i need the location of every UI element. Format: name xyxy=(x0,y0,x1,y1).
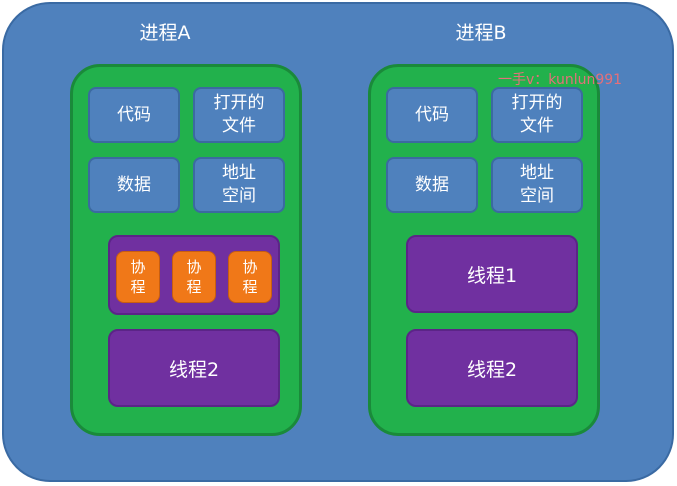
data-box: 数据 xyxy=(88,157,180,213)
process-a: 代码 打开的 文件 数据 地址 空间 协 程 协 程 协 程 线程2 xyxy=(70,64,302,436)
process-a-title: 进程A xyxy=(139,22,191,44)
process-b-title: 进程B xyxy=(455,22,507,44)
code-box: 代码 xyxy=(386,87,478,143)
code-box: 代码 xyxy=(88,87,180,143)
address-space-box: 地址 空间 xyxy=(193,157,285,213)
coroutine-group: 协 程 协 程 协 程 xyxy=(108,235,280,315)
open-files-box: 打开的 文件 xyxy=(193,87,285,143)
thread-2-a: 线程2 xyxy=(108,329,280,407)
thread-2-b: 线程2 xyxy=(406,329,578,407)
process-b: 代码 打开的 文件 数据 地址 空间 线程1 线程2 xyxy=(368,64,600,436)
open-files-box: 打开的 文件 xyxy=(491,87,583,143)
address-space-box: 地址 空间 xyxy=(491,157,583,213)
coroutine-1: 协 程 xyxy=(116,251,160,303)
data-box: 数据 xyxy=(386,157,478,213)
coroutine-3: 协 程 xyxy=(228,251,272,303)
watermark: 一手v：kunlun991 xyxy=(498,72,623,88)
coroutine-2: 协 程 xyxy=(172,251,216,303)
thread-1-b: 线程1 xyxy=(406,235,578,313)
